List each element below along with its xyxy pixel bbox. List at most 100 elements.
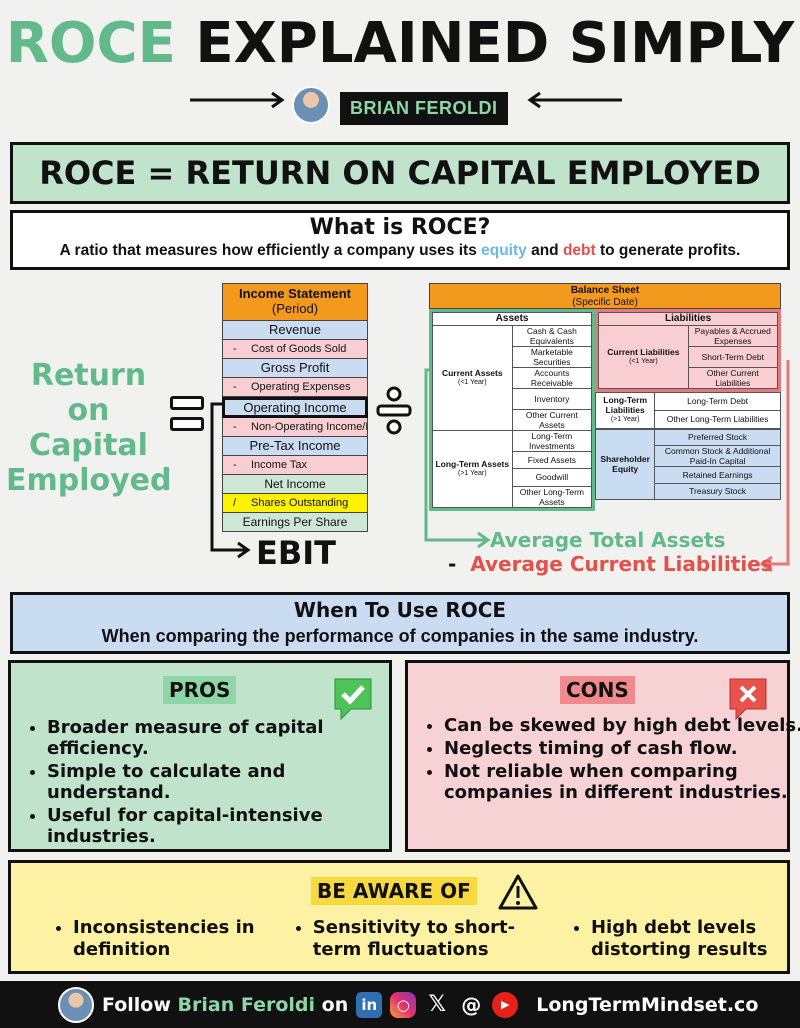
what-is-roce: What is ROCE? A ratio that measures how … [10, 210, 790, 270]
assets-block: Assets Current Assets(<1 Year)Cash & Cas… [429, 309, 596, 511]
aware-item: High debt levels distorting results [543, 917, 793, 961]
list-item: Simple to calculate and understand. [47, 761, 387, 803]
author-name: BRIAN FEROLDI [340, 92, 508, 125]
row-label: Earnings Per Share [242, 515, 348, 529]
bs-item: Preferred Stock [654, 428, 781, 446]
row-label: Net Income [264, 477, 326, 491]
income-statement: Income Statement (Period) Revenue-Cost o… [222, 283, 368, 532]
check-icon [334, 678, 372, 721]
aware-label: BE AWARE OF [311, 877, 477, 905]
income-row: Gross Profit [222, 359, 368, 378]
equals-icon [170, 396, 204, 438]
bs-group-label: Long-Term Liabilities(>1 Year) [595, 391, 656, 429]
bs-group-label: Current Liabilities(<1 Year) [598, 325, 689, 389]
page-title: ROCE EXPLAINED SIMPLY [0, 8, 800, 80]
youtube-icon[interactable]: ▶ [492, 991, 519, 1018]
footer: Follow Brian Feroldi on in ○ 𝕏 @ ▶ LongT… [0, 981, 800, 1028]
title-accent: ROCE [5, 11, 176, 76]
liabilities-block: Liabilities Current Liabilities(<1 Year)… [595, 309, 781, 392]
pros-panel: PROS Broader measure of capital efficien… [8, 660, 392, 852]
formula-lhs: Return on Capital Employed [6, 358, 172, 498]
warning-icon [498, 874, 538, 910]
instagram-icon[interactable]: ○ [390, 991, 417, 1018]
income-statement-header: Income Statement (Period) [222, 283, 368, 321]
be-aware-panel: BE AWARE OF Inconsistencies in definitio… [8, 860, 790, 974]
balance-sheet-header: Balance Sheet (Specific Date) [429, 283, 781, 309]
when-to-use: When To Use ROCE When comparing the perf… [10, 592, 790, 654]
list-item: Useful for capital-intensive industries. [47, 805, 387, 847]
bs-item: Common Stock & Additional Paid-In Capita… [654, 445, 781, 467]
income-row: -Cost of Goods Sold [222, 340, 368, 359]
footer-site[interactable]: LongTermMindset.co [536, 993, 759, 1016]
bs-item: Payables & Accrued Expenses [687, 325, 779, 347]
cons-panel: CONS Can be skewed by high debt levels.N… [405, 660, 800, 852]
row-label: Non-Operating Income/Expense [251, 421, 367, 433]
what-heading: What is ROCE? [309, 215, 491, 240]
denominator-liabilities: - Average Current Liabilities [448, 552, 773, 576]
denominator-assets: Average Total Assets [490, 528, 726, 552]
liabilities-equity-block: Liabilities Current Liabilities(<1 Year)… [595, 309, 781, 511]
bs-item: Accounts Receivable [511, 367, 593, 389]
ebit-arrow [210, 402, 251, 559]
aware-item: Sensitivity to short-term fluctuations [277, 917, 543, 961]
row-label: Operating Expenses [251, 381, 351, 393]
assets-liabilities-arrows [424, 360, 790, 573]
pros-label: PROS [163, 676, 237, 704]
income-row: /Shares Outstanding [222, 494, 368, 513]
threads-icon[interactable]: @ [458, 991, 485, 1018]
row-sign: - [233, 421, 237, 433]
balance-sheet: Balance Sheet (Specific Date) Assets Cur… [429, 283, 781, 511]
income-row: - Income Tax [222, 456, 368, 475]
income-row: Operating Income [222, 397, 368, 418]
income-row: Net Income [222, 475, 368, 494]
row-sign: - [233, 381, 237, 393]
row-label: Gross Profit [260, 360, 330, 375]
footer-on: on [321, 993, 349, 1016]
equity-word: equity [481, 242, 527, 259]
cons-list: Can be skewed by high debt levels.Neglec… [408, 715, 800, 805]
aware-item: Inconsistencies in definition [11, 917, 277, 961]
bs-item: Other Long-Term Liabilities [654, 409, 781, 429]
footer-follow: Follow [102, 993, 171, 1016]
footer-avatar [58, 986, 94, 1023]
x-icon[interactable]: 𝕏 [424, 991, 451, 1018]
list-item: Broader measure of capital efficiency. [47, 717, 387, 759]
income-row: - Operating Expenses [222, 378, 368, 397]
row-label: Income Tax [251, 459, 308, 471]
bs-item: Cash & Cash Equivalents [511, 325, 593, 347]
bs-item: Other Long-Term Assets [511, 485, 593, 508]
bs-item: Other Current Liabilities [687, 366, 779, 389]
arrow-right-icon [190, 91, 285, 109]
bs-group-label: Shareholder Equity [595, 428, 656, 500]
when-heading: When To Use ROCE [293, 598, 507, 622]
arrow-left-icon [527, 91, 622, 109]
bs-item: Goodwill [511, 468, 593, 487]
income-row: Revenue [222, 321, 368, 340]
cons-label: CONS [560, 676, 635, 704]
income-row: Earnings Per Share [222, 513, 368, 532]
definition-banner: ROCE = RETURN ON CAPITAL EMPLOYED [10, 142, 790, 204]
list-item: Can be skewed by high debt levels. [444, 715, 800, 736]
linkedin-icon[interactable]: in [356, 991, 383, 1018]
row-sign: - [233, 459, 237, 471]
author-row: BRIAN FEROLDI [0, 86, 800, 126]
when-text: When comparing the performance of compan… [101, 626, 699, 646]
bs-item: Long-Term Investments [511, 429, 593, 452]
income-row: - Non-Operating Income/Expense [222, 418, 368, 437]
row-label: Revenue [268, 322, 322, 337]
row-label: Pre-Tax Income [249, 438, 341, 453]
definition-text: ROCE = RETURN ON CAPITAL EMPLOYED [39, 154, 761, 192]
row-label: Shares Outstanding [251, 497, 349, 509]
numerator-ebit: EBIT [256, 534, 336, 572]
aware-list: Inconsistencies in definitionSensitivity… [11, 917, 793, 961]
divide-icon [376, 386, 412, 435]
avatar [292, 86, 330, 124]
x-mark-icon [729, 678, 767, 721]
list-item: Not reliable when comparing companies in… [444, 761, 800, 803]
footer-name[interactable]: Brian Feroldi [177, 993, 316, 1016]
debt-word: debt [562, 242, 596, 259]
row-label: Cost of Goods Sold [251, 343, 347, 355]
what-text: A ratio that measures how efficiently a … [59, 242, 741, 259]
title-rest: EXPLAINED SIMPLY [195, 11, 795, 76]
pros-list: Broader measure of capital efficiency.Si… [11, 717, 387, 849]
